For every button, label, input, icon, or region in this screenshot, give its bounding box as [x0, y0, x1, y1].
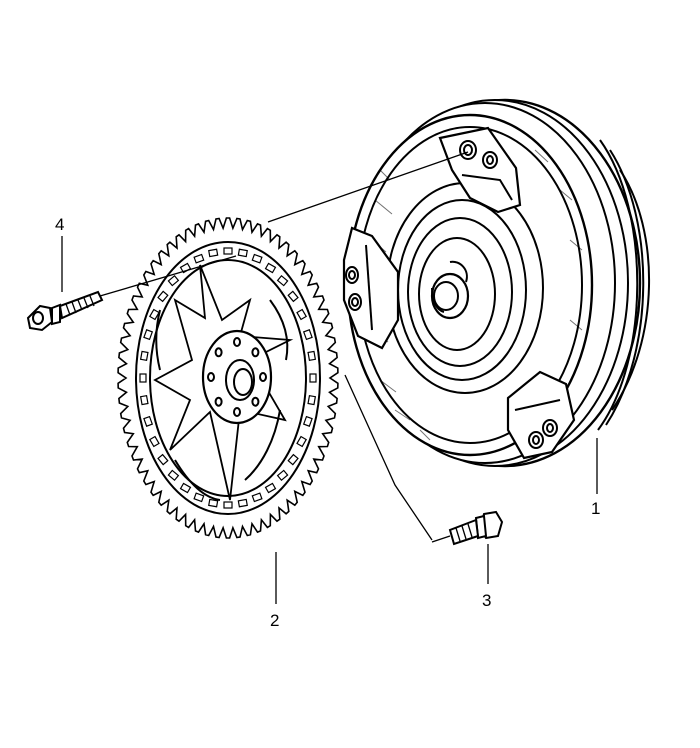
plate-notch [264, 262, 277, 274]
hub-bolt-hole [251, 396, 260, 407]
plate-notch [139, 350, 149, 362]
plate-notch [237, 248, 248, 258]
plate-notch [143, 329, 154, 341]
assembly-lines [99, 151, 469, 543]
torque-converter-icon [342, 98, 651, 468]
plate-notch [223, 247, 233, 255]
plate-notch [287, 453, 299, 466]
plate-notch [264, 482, 277, 494]
callout-label: 2 [270, 611, 279, 630]
plate-notch [157, 290, 169, 303]
hub-bolt-hole [233, 407, 241, 417]
plate-notch [208, 498, 219, 508]
hub-bolt-hole [214, 396, 223, 407]
hub-bolt-hole [251, 347, 260, 358]
plate-notch [307, 350, 317, 362]
plate-notch [296, 308, 308, 321]
plate-notch [193, 492, 205, 503]
flex-plate-icon [117, 217, 339, 539]
plate-notch [179, 482, 192, 494]
plate-notch [143, 415, 154, 427]
hub-bolt-hole [259, 372, 267, 382]
bolt-icon [448, 510, 504, 546]
callout-label: 3 [482, 591, 491, 610]
callout-4: 4 [55, 215, 64, 292]
plate-notch [223, 501, 233, 509]
hub-bolt-hole [214, 347, 223, 358]
plate-notch [167, 469, 180, 482]
plate-notch [251, 492, 263, 503]
plate-notch [237, 498, 248, 508]
callout-label: 4 [55, 215, 64, 234]
hub-bolt-hole [233, 337, 241, 347]
plate-notch [302, 415, 313, 427]
plate-notch [208, 248, 219, 258]
plate-notch [309, 373, 317, 383]
callout-3: 3 [482, 544, 491, 610]
plate-notch [287, 290, 299, 303]
hub-bolt-hole [207, 372, 215, 382]
plate-notch [167, 274, 180, 287]
plate-notch [148, 308, 160, 321]
callout-2: 2 [270, 552, 279, 630]
plate-notch [139, 373, 147, 383]
plate-notch [251, 253, 263, 264]
plate-notch [193, 253, 205, 264]
plate-notch [307, 394, 317, 406]
plate-notch [148, 435, 160, 448]
callout-label: 1 [591, 499, 600, 518]
bolt-icon [26, 290, 104, 332]
plate-notch [296, 435, 308, 448]
plate-notch [302, 329, 313, 341]
plate-notch [139, 394, 149, 406]
plate-notch [157, 453, 169, 466]
callout-1: 1 [591, 438, 600, 518]
plate-notch [276, 274, 289, 287]
plate-notch [276, 469, 289, 482]
